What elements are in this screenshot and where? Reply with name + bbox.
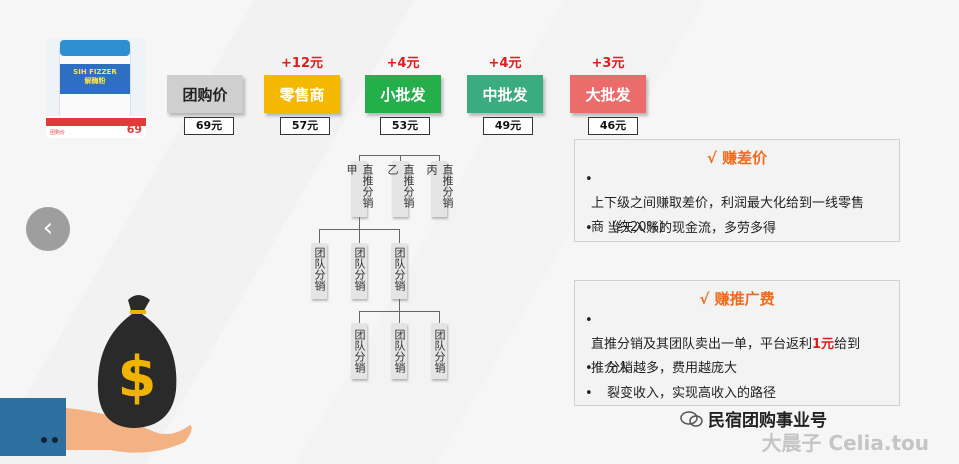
tree-node-label: 团队分销 bbox=[353, 247, 366, 291]
tier-medium-wholesale: 中批发 bbox=[467, 75, 543, 113]
tree-node-team: 团队分销 bbox=[391, 243, 407, 299]
panel-bullet: • 分销越多，费用越庞大 bbox=[585, 357, 885, 381]
bullet-text: 上下级之间赚取差价，利润最大化给到一线零售商（约20%） bbox=[591, 196, 865, 235]
tree-connector bbox=[359, 311, 360, 323]
bag-shape bbox=[97, 295, 177, 428]
tree-connector bbox=[359, 229, 360, 243]
tier-label: 大批发 bbox=[585, 85, 631, 104]
tier-price: 49元 bbox=[483, 117, 533, 135]
product-label-band bbox=[60, 64, 130, 94]
tree-connector bbox=[319, 229, 320, 243]
panel-bullet: • 当天入账的现金流，多劳多得 bbox=[585, 217, 885, 241]
money-bag-hand-illustration: $ bbox=[0, 295, 192, 456]
product-name: SIH FIZZER 解酶粉 bbox=[62, 68, 128, 86]
tier-large-wholesale: 大批发 bbox=[570, 75, 646, 113]
tier-price: 69元 bbox=[184, 117, 234, 135]
panel-earn-price-difference: √ 赚差价 •上下级之间赚取差价，利润最大化给到一线零售商（约20%） •当天入… bbox=[574, 139, 900, 242]
tree-connector bbox=[359, 217, 360, 229]
chevron-left-icon: ‹ bbox=[42, 213, 54, 243]
tier-price: 46元 bbox=[588, 117, 638, 135]
tier-increment-retail: +12元 bbox=[281, 56, 323, 71]
product-price-caption: 团购价 bbox=[50, 130, 66, 136]
tree-connector bbox=[399, 311, 400, 323]
tier-group-price: 团购价 bbox=[167, 75, 243, 113]
bullet-dot-icon: • bbox=[585, 221, 593, 236]
tree-connector bbox=[439, 155, 440, 161]
tier-increment-medium: +4元 bbox=[488, 56, 522, 71]
tree-node-team: 团队分销 bbox=[351, 323, 367, 379]
tree-node-label: 团队分销 bbox=[393, 329, 406, 373]
sleeve-shape bbox=[0, 398, 66, 456]
watermark-text: 大晨子 Celia.tou bbox=[761, 431, 929, 455]
bullet-text: 当天入账的现金流，多劳多得 bbox=[607, 221, 777, 236]
panel-bullet: •直推分销及其团队卖出一单，平台返利1元给到推介人 bbox=[585, 309, 885, 381]
tree-node-label: 团队分销 bbox=[353, 329, 366, 373]
bullet-text: 裂变收入，实现高收入的路径 bbox=[607, 386, 777, 401]
tree-node-team: 团队分销 bbox=[391, 323, 407, 379]
tier-small-wholesale: 小批发 bbox=[365, 75, 441, 113]
bullet-text-part: 直推分销及其团队卖出一单，平台返利 bbox=[591, 337, 813, 352]
tier-retailer: 零售商 bbox=[264, 75, 340, 113]
wechat-account-name: 民宿团购事业号 bbox=[708, 411, 827, 431]
tree-node-team: 团队分销 bbox=[351, 243, 367, 299]
product-sub-text: 解酶粉 bbox=[84, 77, 106, 85]
wechat-icon bbox=[680, 411, 703, 427]
bullet-dot-icon: • bbox=[585, 172, 593, 187]
panel-bullet: • 裂变收入，实现高收入的路径 bbox=[585, 382, 885, 406]
product-price: 69 bbox=[126, 123, 142, 136]
panel-title: √ 赚推广费 bbox=[699, 290, 775, 308]
bullet-dot-icon: • bbox=[585, 386, 593, 401]
product-name-text: SIH FIZZER bbox=[73, 68, 117, 76]
tree-connector bbox=[439, 311, 440, 323]
product-price-strip bbox=[46, 118, 146, 126]
tier-increment-small: +4元 bbox=[386, 56, 420, 71]
dollar-icon: $ bbox=[118, 345, 157, 410]
tree-node-team: 团队分销 bbox=[431, 323, 447, 379]
bullet-dot-icon: • bbox=[585, 313, 593, 328]
bullet-dot-icon: • bbox=[585, 361, 593, 376]
product-lid bbox=[60, 40, 130, 56]
tree-node-direct-a: 直推分销甲 bbox=[345, 161, 374, 217]
tree-connector bbox=[399, 299, 400, 311]
bullet-text: 分销越多，费用越庞大 bbox=[607, 361, 738, 376]
tree-node-label: 团队分销 bbox=[393, 247, 406, 291]
tree-node-label: 直推分销丙 bbox=[425, 164, 454, 208]
tier-label: 零售商 bbox=[279, 85, 325, 104]
tier-label: 小批发 bbox=[380, 85, 426, 104]
tree-node-label: 直推分销甲 bbox=[345, 164, 374, 208]
tree-node-team: 团队分销 bbox=[311, 243, 327, 299]
tree-connector bbox=[359, 155, 360, 161]
tree-connector bbox=[399, 229, 400, 243]
panel-bullet: •上下级之间赚取差价，利润最大化给到一线零售商（约20%） bbox=[585, 168, 885, 240]
tree-node-label: 团队分销 bbox=[313, 247, 326, 291]
tree-node-label: 团队分销 bbox=[433, 329, 446, 373]
product-thumbnail: SIH FIZZER 解酶粉 团购价 69 bbox=[46, 38, 146, 138]
bullet-text-part: 给到推介人 bbox=[591, 337, 861, 376]
tree-node-direct-b: 直推分销乙 bbox=[386, 161, 415, 217]
tier-label: 团购价 bbox=[182, 85, 228, 104]
bullet-text: 直推分销及其团队卖出一单，平台返利1元给到推介人 bbox=[585, 333, 873, 381]
tier-price: 53元 bbox=[380, 117, 430, 135]
panel-earn-promotion-fee: √ 赚推广费 •直推分销及其团队卖出一单，平台返利1元给到推介人 •分销越多，费… bbox=[574, 280, 900, 406]
tier-label: 中批发 bbox=[482, 85, 528, 104]
panel-title: √ 赚差价 bbox=[706, 149, 768, 167]
bullet-highlight: 1元 bbox=[812, 337, 835, 352]
tier-price: 57元 bbox=[280, 117, 330, 135]
back-nav-button[interactable]: ‹ bbox=[26, 207, 70, 251]
tree-node-label: 直推分销乙 bbox=[386, 164, 415, 208]
tier-increment-large: +3元 bbox=[591, 56, 625, 71]
tree-node-direct-c: 直推分销丙 bbox=[425, 161, 454, 217]
tree-connector bbox=[359, 155, 439, 156]
tree-connector bbox=[400, 155, 401, 161]
hand-shape bbox=[66, 408, 192, 453]
